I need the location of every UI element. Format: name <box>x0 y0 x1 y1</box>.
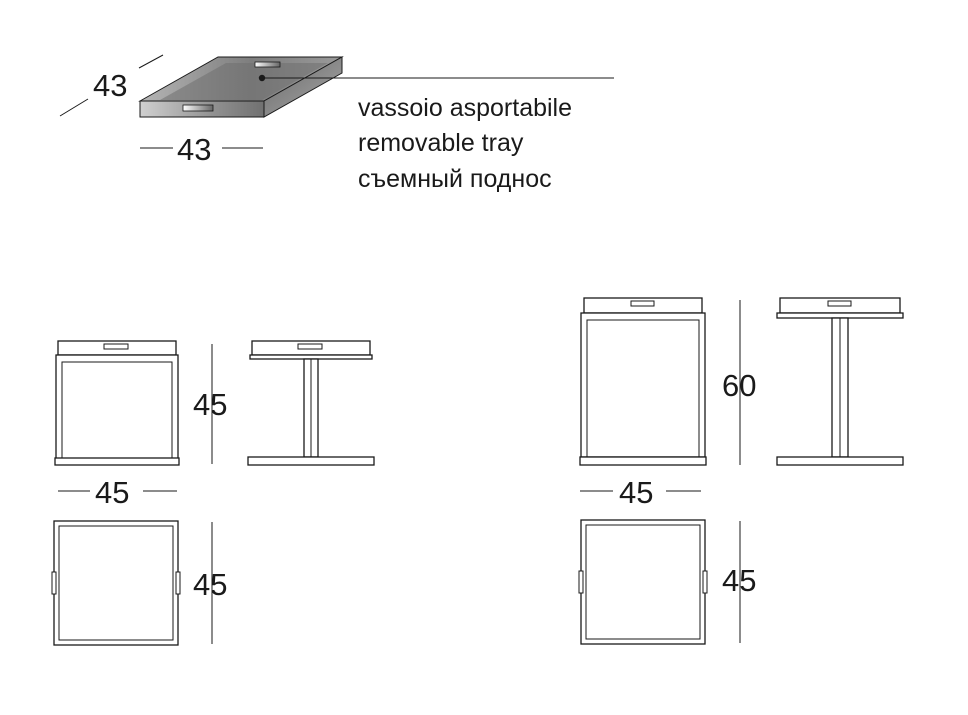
tray-back-handle <box>254 61 281 68</box>
caption-english: removable tray <box>358 129 524 157</box>
tall-side-base <box>776 456 904 466</box>
tall-table-dimensions: 60 45 <box>580 300 756 510</box>
tall-height-label: 60 <box>722 368 756 403</box>
tall-table-top-view: 45 <box>578 519 756 645</box>
tall-front-frame <box>580 312 706 458</box>
small-front-base <box>54 457 180 466</box>
tall-top-handle-left <box>578 570 584 594</box>
small-top-handle-right <box>175 571 181 595</box>
small-front-frame <box>55 354 179 460</box>
small-table-dimensions: 45 45 <box>58 344 227 510</box>
small-depth-label: 45 <box>193 567 227 602</box>
tall-top-inner <box>585 524 701 640</box>
caption-russian: съемный поднос <box>358 165 552 193</box>
tray-depth-dim-line-right <box>138 54 164 69</box>
small-front-tray-handle <box>103 343 129 350</box>
tray-width-label: 43 <box>177 132 211 167</box>
tall-side-top <box>776 312 904 319</box>
small-width-label: 45 <box>95 475 129 510</box>
small-height-label: 45 <box>193 387 227 422</box>
tall-front-base <box>579 456 707 466</box>
tray-dimensions: 43 43 <box>59 54 263 167</box>
tray-front-handle <box>182 104 214 112</box>
tall-front-tray-handle <box>630 300 655 307</box>
tray-depth-dim-line-left <box>59 98 89 117</box>
tall-side-tray-handle <box>827 300 852 307</box>
tall-table-side-view <box>776 297 904 466</box>
small-top-inner <box>58 525 174 641</box>
tall-table-front-view <box>579 297 707 466</box>
small-table-side-view <box>247 340 375 466</box>
tall-top-outer <box>580 519 706 645</box>
tray-caption: vassoio asportabile removable tray съемн… <box>358 94 572 193</box>
tall-width-label: 45 <box>619 475 653 510</box>
small-table-front-view <box>54 340 180 466</box>
tall-top-handle-right <box>702 570 708 594</box>
small-top-outer <box>53 520 179 646</box>
small-side-tray-handle <box>297 343 323 350</box>
tray-recess <box>160 63 328 100</box>
tray-right-face <box>263 56 343 118</box>
caption-italian: vassoio asportabile <box>358 94 572 122</box>
tray-depth-label: 43 <box>93 68 127 103</box>
small-table-top-view: 45 <box>51 520 227 646</box>
tall-depth-label: 45 <box>722 563 756 598</box>
small-side-base <box>247 456 375 466</box>
tray-illustration <box>138 56 614 118</box>
small-top-handle-left <box>51 571 57 595</box>
